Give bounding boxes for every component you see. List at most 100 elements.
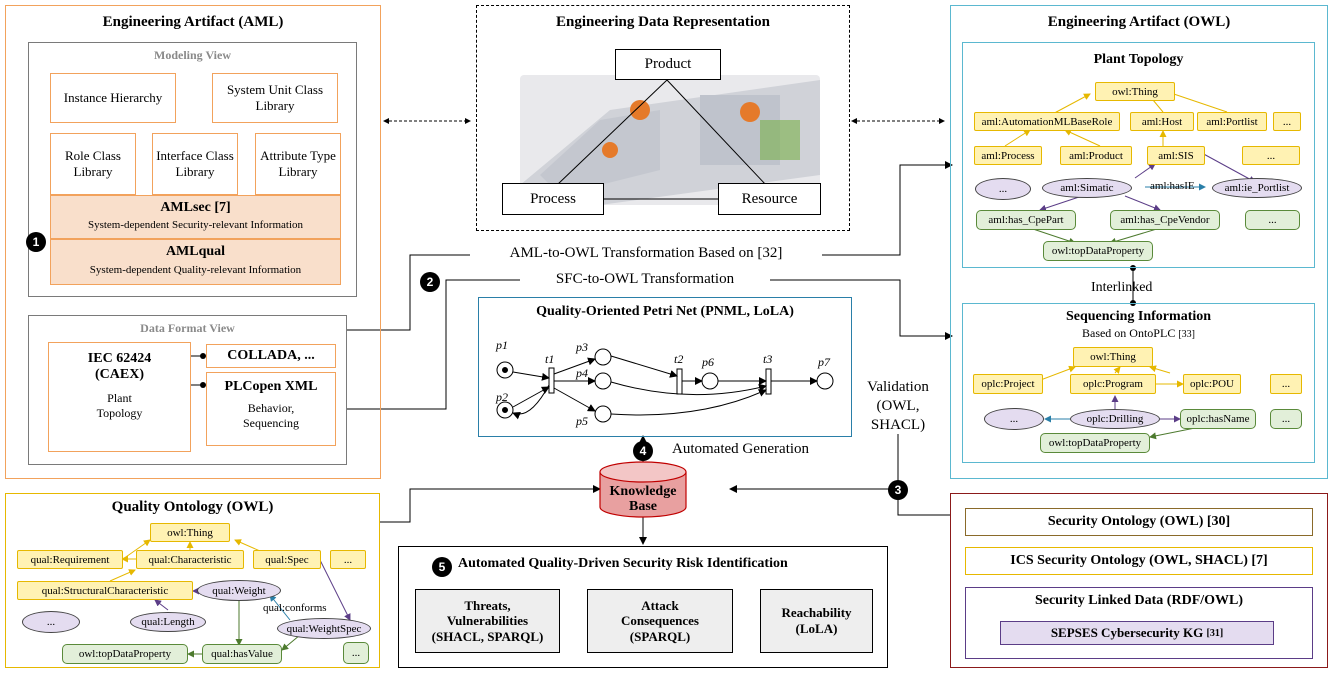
qual-spec-node: qual:Spec <box>253 550 321 569</box>
amlsec-label: AMLsec <box>160 200 211 215</box>
linked-data-label: Security Linked Data (RDF/OWL) <box>1034 593 1244 608</box>
aml-to-owl-label: AML-to-OWL Transformation Based on [32] <box>470 245 822 262</box>
ellipsis-node-9: ... <box>22 611 80 633</box>
amlsec-ref: [7] <box>214 200 231 215</box>
seq-sub-text: Based on OntoPLC <box>1081 326 1176 340</box>
qual-hasvalue-node: qual:hasValue <box>202 644 282 664</box>
label-p2: p2 <box>496 390 508 404</box>
sepses-ref: [31] <box>1206 627 1224 639</box>
ellipsis-node-6: ... <box>984 408 1044 430</box>
edr-panel <box>476 5 850 231</box>
step-1-badge: 1 <box>26 232 46 252</box>
aml-simatic-node: aml:Simatic <box>1042 178 1132 198</box>
edr-title: Engineering Data Representation <box>556 14 770 30</box>
step-3-badge: 3 <box>888 480 908 500</box>
oplc-top-data-node: owl:topDataProperty <box>1040 433 1150 453</box>
sequencing-frame <box>962 303 1315 463</box>
qual-structural-node: qual:StructuralCharacteristic <box>17 581 193 600</box>
owl-title: Engineering Artifact (OWL) <box>1047 14 1231 30</box>
seq-ref: [33] <box>1178 329 1195 340</box>
aml-cpe-part-node: aml:has_CpePart <box>976 210 1076 230</box>
petri-net-graph <box>496 348 834 423</box>
owl-thing-node: owl:Thing <box>1095 82 1175 101</box>
amlqual-label: AMLqual <box>165 244 226 259</box>
ellipsis-node-3: ... <box>975 178 1031 200</box>
behavior-label: Behavior, Sequencing <box>243 401 299 430</box>
ellipsis-node-8: ... <box>330 550 366 569</box>
quality-title: Quality Ontology (OWL) <box>111 499 274 515</box>
label-p5: p5 <box>576 414 588 428</box>
ellipsis-node-10: ... <box>343 642 369 664</box>
place-p2 <box>496 401 514 419</box>
plant-topology-label: Plant Topology <box>96 391 143 420</box>
risk-title: Automated Quality-Driven Security Risk I… <box>458 556 788 571</box>
validation-label: Validation (OWL, SHACL) <box>858 378 938 435</box>
qual-weightspec-node: qual:WeightSpec <box>277 618 371 639</box>
modeling-view-label: Modeling View <box>154 48 231 62</box>
sepses-box: SEPSES Cybersecurity KG [31] <box>1000 621 1274 645</box>
owl-top-data-node: owl:topDataProperty <box>1043 241 1153 261</box>
plcopen-label: PLCopen XML <box>224 379 318 394</box>
ellipsis-node-2: ... <box>1242 146 1300 165</box>
process-box: Process <box>502 183 604 215</box>
step-2-badge: 2 <box>420 272 440 292</box>
system-unit-box: System Unit Class Library <box>212 73 338 123</box>
amlsec-box: AMLsec [7] System-dependent Security-rel… <box>50 195 341 239</box>
automated-generation-label: Automated Generation <box>672 441 810 457</box>
resource-box: Resource <box>718 183 821 215</box>
iec-box: IEC 62424 (CAEX) Plant Topology <box>48 342 191 452</box>
kb-line1: Knowledge <box>609 484 677 499</box>
role-class-box: Role Class Library <box>50 133 136 195</box>
step-4-badge: 4 <box>633 441 653 461</box>
modeling-view-frame <box>28 42 357 297</box>
oplc-thing-node: owl:Thing <box>1073 347 1153 367</box>
owl-panel <box>950 5 1328 479</box>
label-p7: p7 <box>818 355 830 369</box>
qual-requirement-node: qual:Requirement <box>17 550 123 569</box>
collada-box: COLLADA, ... <box>206 344 336 368</box>
sepses-label: SEPSES Cybersecurity KG <box>1050 625 1204 640</box>
label-t3: t3 <box>763 352 773 366</box>
petri-net-panel <box>478 297 852 437</box>
aml-base-role-node: aml:AutomationMLBaseRole <box>974 112 1120 131</box>
label-t1: t1 <box>545 352 555 366</box>
label-p6: p6 <box>702 355 714 369</box>
amlsec-sub: System-dependent Security-relevant Infor… <box>87 219 304 231</box>
plant-topology-frame <box>962 42 1315 268</box>
knowledge-base-label: Knowledge Base <box>600 484 686 515</box>
petri-net-title: Quality-Oriented Petri Net (PNML, LoLA) <box>536 304 794 319</box>
aml-title: Engineering Artifact (AML) <box>102 14 284 30</box>
aml-portlist-node: aml:Portlist <box>1197 112 1267 131</box>
security-onto-box: Security Ontology (OWL) [30] <box>965 508 1313 536</box>
product-box: Product <box>615 49 721 80</box>
qual-thing-node: owl:Thing <box>150 523 230 542</box>
step-5-badge: 5 <box>432 557 452 577</box>
oplc-hasname-node: oplc:hasName <box>1180 409 1256 429</box>
ics-label: ICS Security Ontology (OWL, SHACL) <box>1010 553 1248 568</box>
plcopen-box: PLCopen XML Behavior, Sequencing <box>206 372 336 446</box>
ellipsis-node-7: ... <box>1270 409 1302 429</box>
label-p3: p3 <box>576 340 588 354</box>
sequencing-subtitle: Based on OntoPLC [33] <box>962 326 1315 341</box>
qual-top-data-node: owl:topDataProperty <box>62 644 188 664</box>
plant-topology-title: Plant Topology <box>1093 52 1184 67</box>
label-p1: p1 <box>496 338 508 352</box>
aml-panel <box>5 5 381 479</box>
reachability-box: Reachability (LoLA) <box>760 589 873 653</box>
quality-panel <box>5 493 380 668</box>
oplc-project-node: oplc:Project <box>973 374 1043 394</box>
knowledge-base-cylinder <box>599 461 687 518</box>
sec-onto-label: Security Ontology (OWL) <box>1047 514 1204 529</box>
oplc-drilling-node: oplc:Drilling <box>1070 409 1160 429</box>
aml-cpe-vendor-node: aml:has_CpeVendor <box>1110 210 1220 230</box>
instance-hierarchy-box: Instance Hierarchy <box>50 73 176 123</box>
iec-label: IEC 62424 (CAEX) <box>87 351 152 382</box>
qual-conforms-label: qual:conforms <box>263 602 327 614</box>
aml-sis-node: aml:SIS <box>1147 146 1205 165</box>
risk-panel <box>398 546 888 668</box>
label-p4: p4 <box>576 366 588 380</box>
security-panel <box>950 493 1328 668</box>
sec-onto-ref: [30] <box>1206 514 1231 529</box>
oplc-pou-node: oplc:POU <box>1183 374 1241 394</box>
